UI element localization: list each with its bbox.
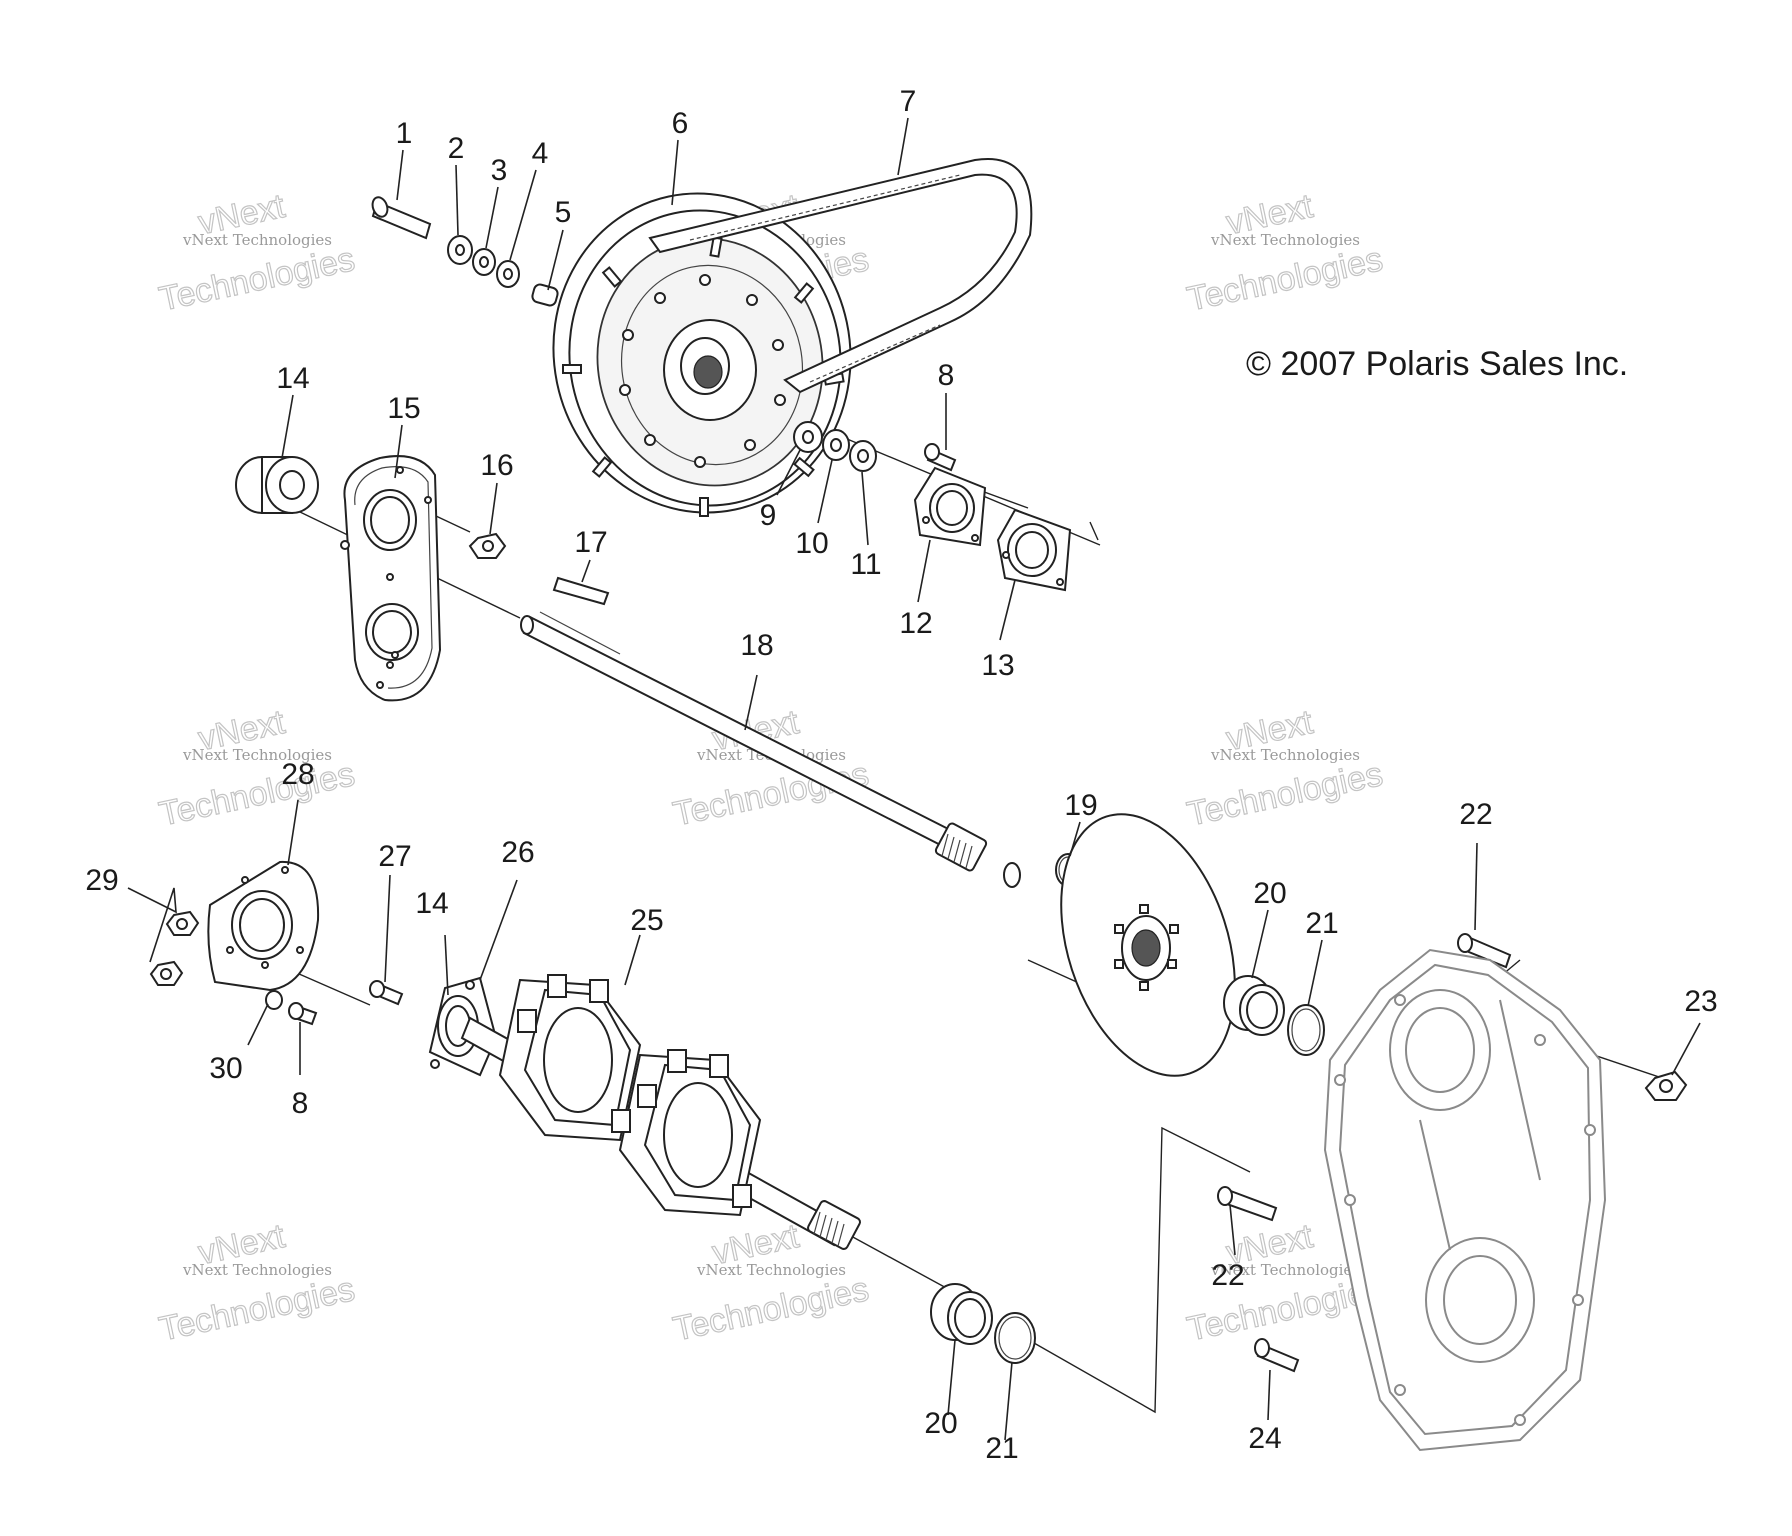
callout-26: 26 bbox=[501, 836, 534, 869]
part-12-flange bbox=[913, 466, 987, 547]
watermark-word: Technologies bbox=[156, 755, 358, 833]
part-6-sprocket bbox=[552, 192, 852, 517]
part-20-bearing-lower bbox=[930, 1283, 993, 1345]
watermark-text: vNext Technologies bbox=[1210, 231, 1360, 249]
part-2-washer bbox=[447, 235, 473, 265]
callout-28: 28 bbox=[281, 758, 314, 791]
callout-labels: 1 2 3 4 5 6 7 8 9 10 11 12 13 14 15 16 1… bbox=[85, 85, 1717, 1465]
part-16-nut bbox=[468, 532, 507, 559]
sprocket-bolt-holes bbox=[619, 274, 786, 468]
callout-9: 9 bbox=[760, 499, 777, 532]
callout-14-upper: 14 bbox=[276, 362, 309, 395]
copyright-notice: © 2007 Polaris Sales Inc. bbox=[1246, 345, 1628, 383]
part-25-track-shaft bbox=[460, 974, 861, 1250]
callout-14-lower: 14 bbox=[415, 887, 448, 920]
watermark-text: vNext Technologies bbox=[1210, 1261, 1360, 1279]
watermark-text: vNext Technologies bbox=[1210, 746, 1360, 764]
watermark-text: vNext Technologies bbox=[182, 1261, 332, 1279]
watermark-1: vNext vNext Technologies Technologies bbox=[155, 186, 358, 319]
callout-12: 12 bbox=[899, 607, 932, 640]
callout-10: 10 bbox=[795, 527, 828, 560]
part-30-washer bbox=[265, 990, 283, 1010]
callout-8-upper: 8 bbox=[938, 359, 955, 392]
callout-18: 18 bbox=[740, 629, 773, 662]
watermark-word: Technologies bbox=[670, 1270, 872, 1348]
part-3-washer bbox=[472, 248, 496, 276]
chaincase-housing bbox=[1323, 948, 1607, 1452]
sprocket-teeth bbox=[562, 236, 845, 517]
part-1-bolt bbox=[371, 196, 432, 240]
part-27-bolt bbox=[369, 980, 404, 1006]
watermark-text: vNext Technologies bbox=[696, 1261, 846, 1279]
callout-20-lower: 20 bbox=[924, 1407, 957, 1440]
disc-teeth bbox=[1114, 904, 1179, 991]
brake-disc bbox=[1060, 813, 1236, 1077]
callout-5: 5 bbox=[555, 196, 572, 229]
callout-3: 3 bbox=[491, 154, 508, 187]
part-5-bushing bbox=[531, 283, 559, 307]
part-8-bolt-upper bbox=[924, 443, 957, 472]
watermark-3: vNext vNext Technologies Technologies bbox=[1183, 186, 1386, 319]
callout-6: 6 bbox=[672, 107, 689, 140]
callout-leader-lines bbox=[127, 117, 1701, 1441]
watermark-text: vNext Technologies bbox=[182, 746, 332, 764]
watermark-word: Technologies bbox=[1184, 755, 1386, 833]
callout-13: 13 bbox=[981, 649, 1014, 682]
shaft-spline-teeth bbox=[941, 833, 973, 869]
part-20-bearing-upper bbox=[1223, 975, 1285, 1036]
part-29-nuts bbox=[149, 910, 200, 986]
watermark-word: Technologies bbox=[1184, 240, 1386, 318]
part-21-ring-upper bbox=[1287, 1004, 1325, 1056]
track-shaft-splines bbox=[813, 1211, 845, 1247]
part-28-flange bbox=[207, 860, 320, 992]
watermark-7: vNext vNext Technologies Technologies bbox=[155, 1216, 358, 1349]
callout-25: 25 bbox=[630, 904, 663, 937]
part-22-bolt-upper bbox=[1457, 933, 1512, 969]
part-21-ring-lower bbox=[994, 1312, 1036, 1364]
callout-23: 23 bbox=[1684, 985, 1717, 1018]
callout-11: 11 bbox=[850, 548, 881, 581]
part-13-flange bbox=[996, 508, 1072, 592]
callout-8-lower: 8 bbox=[292, 1087, 309, 1120]
callout-17: 17 bbox=[574, 526, 607, 559]
callout-29: 29 bbox=[85, 864, 118, 897]
part-24-bolt bbox=[1254, 1338, 1300, 1373]
part-17-key bbox=[552, 576, 610, 606]
watermark-word: Technologies bbox=[156, 240, 358, 318]
callout-1: 1 bbox=[396, 117, 413, 150]
callout-16: 16 bbox=[480, 449, 513, 482]
callout-15: 15 bbox=[387, 392, 420, 425]
watermark-word: Technologies bbox=[156, 1270, 358, 1348]
callout-22-lower: 22 bbox=[1211, 1259, 1244, 1292]
callout-30: 30 bbox=[209, 1052, 242, 1085]
callout-24: 24 bbox=[1248, 1422, 1281, 1455]
callout-7: 7 bbox=[900, 85, 917, 118]
part-10-washer bbox=[822, 429, 850, 461]
part-18-shaft bbox=[520, 611, 1021, 888]
part-7-chain bbox=[648, 157, 1033, 394]
part-9-washer bbox=[793, 421, 823, 453]
callout-4: 4 bbox=[532, 137, 549, 170]
part-11-washer bbox=[849, 440, 877, 472]
watermark-6: vNext vNext Technologies Technologies bbox=[1183, 702, 1386, 834]
callout-21-lower: 21 bbox=[985, 1432, 1018, 1465]
part-8-bolt-lower bbox=[288, 1002, 318, 1026]
part-14-bearing-upper bbox=[235, 456, 319, 514]
watermark-4: vNext vNext Technologies Technologies bbox=[155, 702, 358, 834]
part-26-flange bbox=[430, 980, 475, 1069]
track-sprocket-lugs bbox=[517, 974, 752, 1208]
callout-27: 27 bbox=[378, 840, 411, 873]
callout-20-upper: 20 bbox=[1253, 877, 1286, 910]
callout-21-upper: 21 bbox=[1305, 907, 1338, 940]
callout-22-upper: 22 bbox=[1459, 798, 1492, 831]
callout-2: 2 bbox=[448, 132, 465, 165]
part-4-washer bbox=[496, 260, 520, 288]
part-22-bolt-lower bbox=[1217, 1186, 1278, 1222]
callout-19: 19 bbox=[1064, 789, 1097, 822]
part-23-nut bbox=[1644, 1070, 1688, 1101]
part-15-plate bbox=[340, 455, 442, 702]
watermark-text: vNext Technologies bbox=[182, 231, 332, 249]
